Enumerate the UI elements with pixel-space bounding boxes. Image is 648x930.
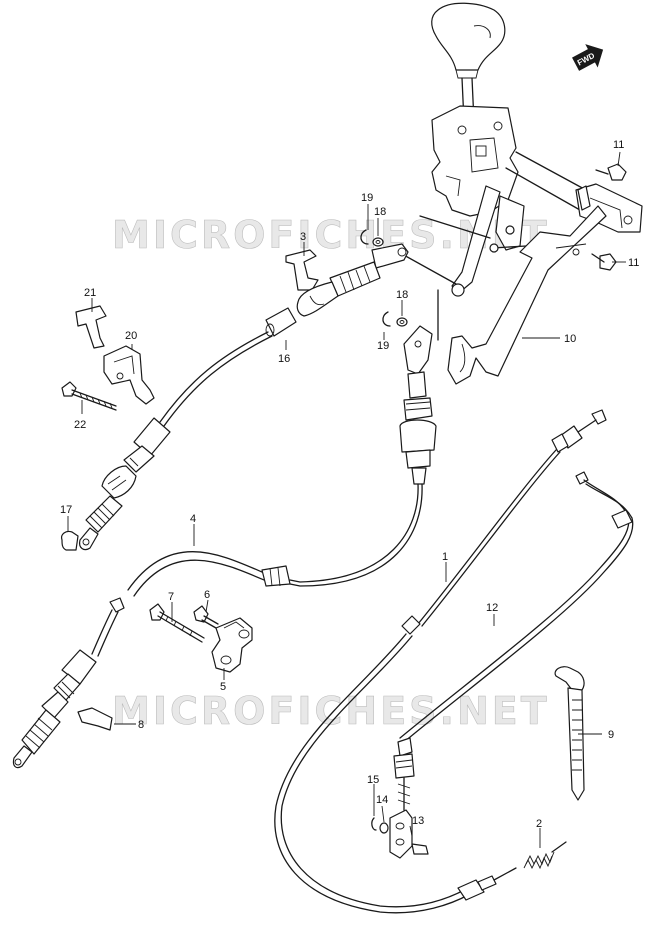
clip-19-upper bbox=[360, 229, 369, 245]
bolt-22 bbox=[61, 381, 117, 411]
callout-1: 1 bbox=[442, 551, 448, 563]
callout-6: 6 bbox=[204, 589, 210, 601]
callout-13: 13 bbox=[412, 815, 424, 827]
callout-15: 15 bbox=[367, 774, 379, 786]
clip-17 bbox=[61, 530, 79, 551]
fwd-arrow-icon: FWD bbox=[572, 44, 604, 71]
callout-7: 7 bbox=[168, 591, 174, 603]
clip-19-lower bbox=[382, 311, 391, 327]
callout-labels: 1 2 3 4 5 6 7 8 9 10 11 11 12 13 14 15 1… bbox=[60, 139, 639, 830]
clip-3 bbox=[285, 249, 319, 291]
callout-21: 21 bbox=[84, 287, 96, 299]
washer-14 bbox=[379, 822, 389, 834]
callout-9: 9 bbox=[608, 729, 614, 741]
brake-cable-12 bbox=[393, 471, 634, 811]
callout-19-lower: 19 bbox=[377, 340, 389, 352]
washer-18-lower bbox=[396, 317, 408, 327]
bolt-11-lower bbox=[591, 253, 617, 271]
clip-8 bbox=[77, 707, 113, 731]
callout-14: 14 bbox=[376, 794, 388, 806]
callout-8: 8 bbox=[138, 719, 144, 731]
callout-17: 17 bbox=[60, 504, 72, 516]
watermark-bottom: MICROFICHES.NET bbox=[112, 689, 550, 733]
shift-knob bbox=[431, 2, 506, 123]
brake-cable-1 bbox=[274, 409, 607, 914]
callout-20: 20 bbox=[125, 330, 137, 342]
leader-lines bbox=[67, 151, 626, 848]
selector-cable-4 bbox=[12, 325, 437, 769]
clamp-5 bbox=[211, 617, 253, 673]
callout-22: 22 bbox=[74, 419, 86, 431]
bolt-7 bbox=[149, 603, 205, 643]
callout-12: 12 bbox=[486, 602, 498, 614]
callout-5: 5 bbox=[220, 681, 226, 693]
callout-11-upper: 11 bbox=[613, 139, 624, 151]
callout-19-upper: 19 bbox=[361, 192, 373, 204]
callout-11-lower: 11 bbox=[628, 257, 639, 269]
washer-18-upper bbox=[372, 237, 384, 247]
clip-15 bbox=[371, 817, 377, 831]
callout-10: 10 bbox=[564, 333, 576, 345]
callout-2: 2 bbox=[536, 818, 542, 830]
callout-16: 16 bbox=[278, 353, 290, 365]
clip-21 bbox=[75, 305, 107, 349]
callout-18-lower: 18 bbox=[396, 289, 408, 301]
bolt-6 bbox=[193, 605, 219, 629]
shift-lever-housing bbox=[431, 105, 527, 297]
bracket-20 bbox=[103, 345, 155, 405]
support-bracket-10 bbox=[447, 205, 607, 385]
bracket-13 bbox=[389, 809, 429, 859]
shift-cable-16 bbox=[79, 243, 409, 551]
bolt-11-upper bbox=[595, 163, 627, 181]
callout-3: 3 bbox=[300, 231, 306, 243]
cable-tie-9 bbox=[554, 666, 585, 801]
callout-4: 4 bbox=[190, 513, 196, 525]
callout-18-upper: 18 bbox=[374, 206, 386, 218]
spring-2 bbox=[523, 841, 567, 870]
